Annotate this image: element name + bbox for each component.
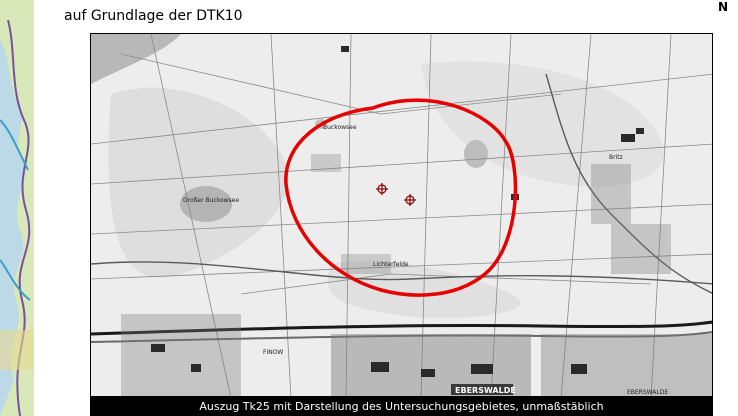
study-area-circle: [284, 98, 518, 297]
lake-grosser-buckowsee: [180, 186, 232, 222]
north-arrow-label: N: [718, 0, 729, 14]
map-caption: Auszug Tk25 mit Darstellung des Untersuc…: [90, 397, 713, 416]
railway-line: [91, 320, 712, 336]
turbine-marker-icon[interactable]: [376, 183, 388, 195]
label-eberswalde-small: EBERSWALDE: [627, 389, 668, 396]
forest-area: [108, 87, 289, 278]
canal: [91, 331, 712, 343]
label-britz: Britz: [609, 154, 623, 161]
map-heading: auf Grundlage der DTK10: [64, 8, 243, 24]
label-lichterfelde: Lichterfelde: [373, 261, 409, 268]
label-finow: FINOW: [263, 349, 283, 356]
label-grosser-buckowsee: Großer Buckowsee: [183, 197, 239, 204]
topographic-map[interactable]: Buckowsee Britz Großer Buckowsee Lichter…: [90, 33, 713, 397]
label-buckowsee: Buckowsee: [323, 124, 357, 131]
lake-small: [464, 140, 488, 168]
label-eberswalde: EBERSWALDE: [455, 386, 516, 395]
turbine-marker-icon[interactable]: [404, 194, 416, 206]
lake-top-left: [91, 34, 181, 84]
adjacent-map-strip: [0, 0, 34, 416]
